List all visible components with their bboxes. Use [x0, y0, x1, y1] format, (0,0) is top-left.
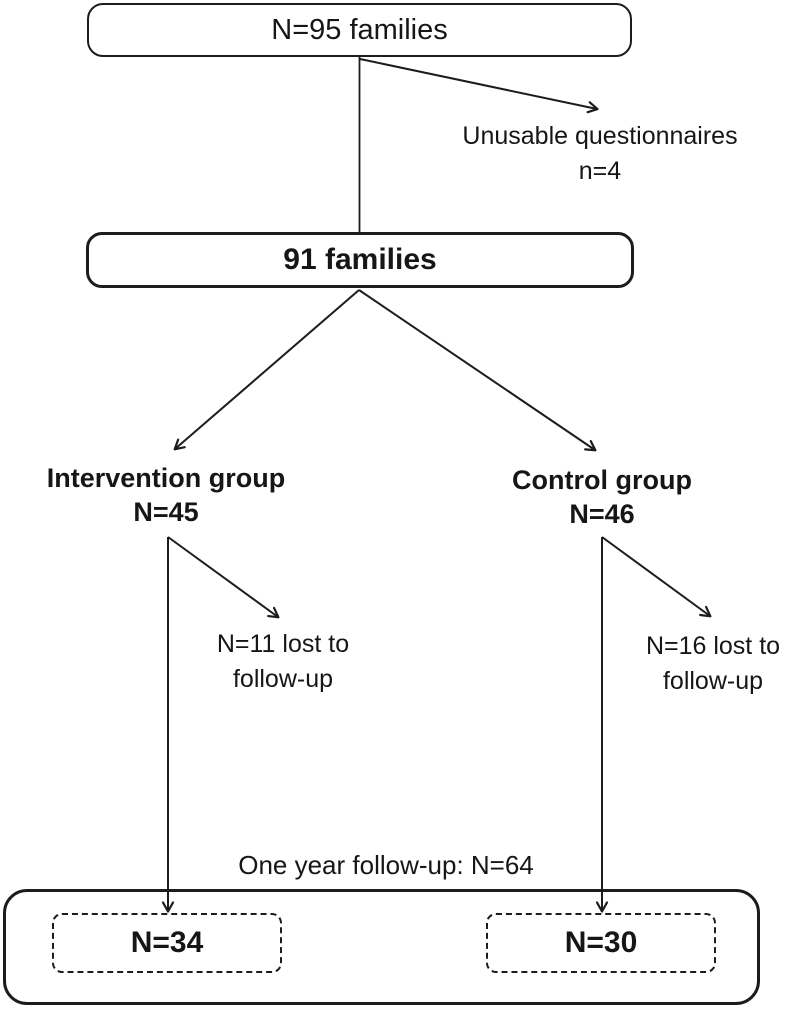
lost-control-line1: N=16 lost to	[645, 632, 781, 660]
lost-intervention-line1: N=11 lost to	[216, 630, 350, 658]
control-line1: Control group	[512, 465, 692, 495]
label-lost-control: N=16 lost to follow-up	[563, 629, 788, 699]
box-eligible: 91 families	[86, 232, 634, 288]
label-one-year-followup: One year follow-up: N=64	[216, 849, 556, 881]
excluded-line1: Unusable questionnaires	[462, 122, 738, 150]
final-intervention-label: N=34	[130, 926, 204, 959]
arrow-eligible-intervention	[173, 289, 360, 451]
label-lost-intervention: N=11 lost to follow-up	[133, 627, 433, 697]
box-final-control: N=30	[486, 913, 716, 973]
lost-intervention-line2: follow-up	[232, 665, 334, 693]
box-final-intervention: N=34	[52, 913, 282, 973]
one-year-caption: One year follow-up: N=64	[238, 850, 534, 880]
lost-control-line2: follow-up	[662, 667, 764, 695]
intervention-line1: Intervention group	[46, 463, 286, 493]
control-line2: N=46	[569, 499, 635, 529]
intervention-line2: N=45	[133, 497, 199, 527]
excluded-line2: n=4	[578, 157, 622, 185]
label-excluded: Unusable questionnaires n=4	[450, 119, 750, 189]
arrow-eligible-control	[358, 289, 597, 452]
enrolled-label: N=95 families	[271, 13, 448, 46]
eligible-label: 91 families	[283, 243, 437, 276]
box-enrolled: N=95 families	[87, 3, 632, 57]
label-control-group: Control group N=46	[452, 463, 752, 531]
label-intervention-group: Intervention group N=45	[16, 461, 316, 529]
box-one-year-container	[3, 889, 760, 1005]
arrow-intervention-lost	[167, 536, 280, 619]
arrow-enrolled-excluded	[359, 58, 599, 114]
final-control-label: N=30	[564, 926, 638, 959]
arrow-control-lost	[601, 536, 712, 618]
